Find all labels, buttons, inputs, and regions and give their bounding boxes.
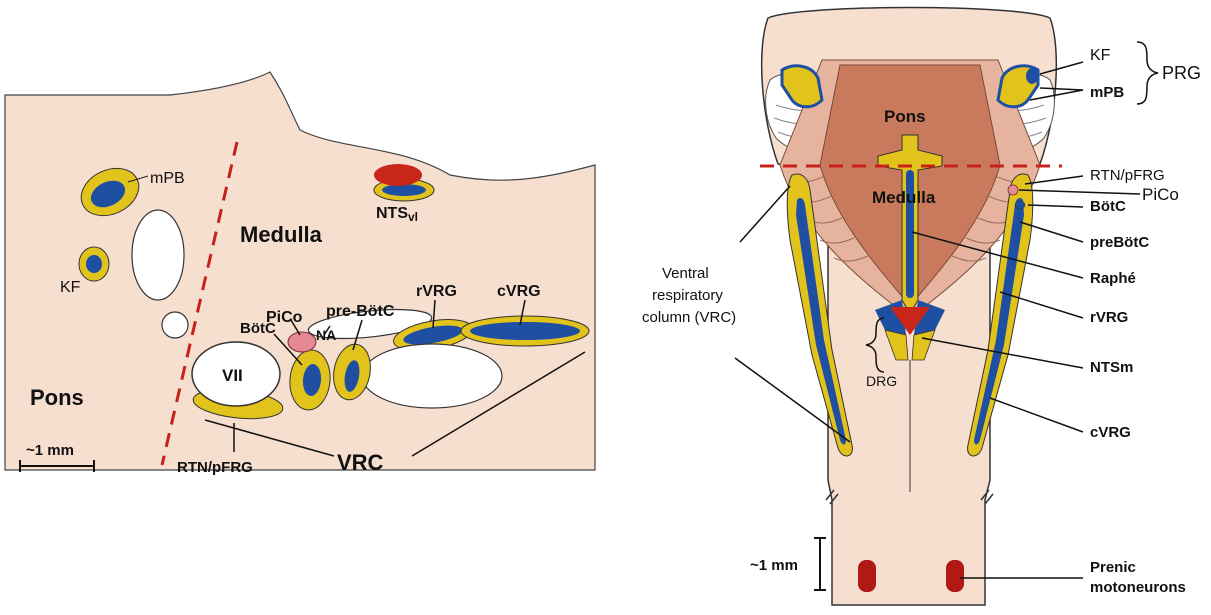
left-panel-sagittal-view: mPB KF Medulla Pons NTSvl PiCo NA pre-Bö… <box>5 72 595 476</box>
label-vrc-line1: Ventral <box>662 265 709 282</box>
label-pico-right: PiCo <box>1142 185 1179 204</box>
label-medulla-left: Medulla <box>240 222 323 247</box>
label-vrc-line3: column (VRC) <box>642 309 736 326</box>
label-rvrg-right: rVRG <box>1090 309 1128 326</box>
label-prg: PRG <box>1162 63 1201 83</box>
pico-nucleus <box>288 332 316 352</box>
label-pre-botc-left: pre-BötC <box>326 303 395 320</box>
label-cvrg-right: cVRG <box>1090 424 1131 441</box>
label-phrenic-line2: motoneurons <box>1090 579 1186 596</box>
label-rtn-pfrg-right: RTN/pFRG <box>1090 167 1165 184</box>
label-pons-left: Pons <box>30 385 84 410</box>
botc-pointer <box>1028 205 1083 207</box>
pico-right <box>1008 185 1018 195</box>
label-botc-left: BötC <box>240 320 276 337</box>
label-pons-right: Pons <box>884 107 926 126</box>
phrenic-motoneuron-left <box>858 560 876 592</box>
label-kf-right: KF <box>1090 47 1111 64</box>
botc-right-blue <box>1015 201 1025 209</box>
label-vii: VII <box>222 366 243 385</box>
kf-nucleus-blue <box>86 255 102 273</box>
label-phrenic-line1: Prenic <box>1090 559 1136 576</box>
prg-brace <box>1137 42 1158 104</box>
pons-white-hole-small <box>162 312 188 338</box>
label-drg: DRG <box>866 373 897 389</box>
phrenic-motoneuron-right <box>946 560 964 592</box>
label-raphe: Raphé <box>1090 270 1136 287</box>
label-na-left: NA <box>316 327 336 343</box>
cvrg-pointer <box>990 398 1083 432</box>
rvrg-white-hole <box>362 344 502 408</box>
label-medulla-right: Medulla <box>872 188 936 207</box>
pons-white-hole-large <box>132 210 184 300</box>
right-scale-bar <box>814 538 826 590</box>
label-botc-right: BötC <box>1090 198 1126 215</box>
right-panel-dorsal-view: KF mPB PRG Pons Medulla RTN/pFRG PiCo Bö… <box>642 8 1201 606</box>
label-rtn-pfrg-left: RTN/pFRG <box>177 459 253 476</box>
ntsvl-nucleus-blue <box>382 184 426 196</box>
label-scale-right: ~1 mm <box>750 557 798 574</box>
label-prebotc-right: preBötC <box>1090 234 1149 251</box>
label-scale-left: ~1 mm <box>26 442 74 459</box>
label-cvrg-left: cVRG <box>497 283 541 300</box>
label-rvrg-left: rVRG <box>416 283 457 300</box>
label-ntsm: NTSm <box>1090 359 1133 376</box>
vrc-pointer-upper <box>740 186 790 242</box>
ntsvl-nucleus-red <box>374 164 422 186</box>
cvrg-nucleus-blue <box>470 322 580 340</box>
label-mpb-right: mPB <box>1090 84 1124 101</box>
kf-right-blue <box>1026 68 1038 84</box>
pico-pointer <box>1019 190 1140 194</box>
label-mpb-left: mPB <box>150 170 185 187</box>
label-kf-left: KF <box>60 279 81 296</box>
label-vrc-line2: respiratory <box>652 287 723 304</box>
label-vrc-left: VRC <box>337 450 384 475</box>
